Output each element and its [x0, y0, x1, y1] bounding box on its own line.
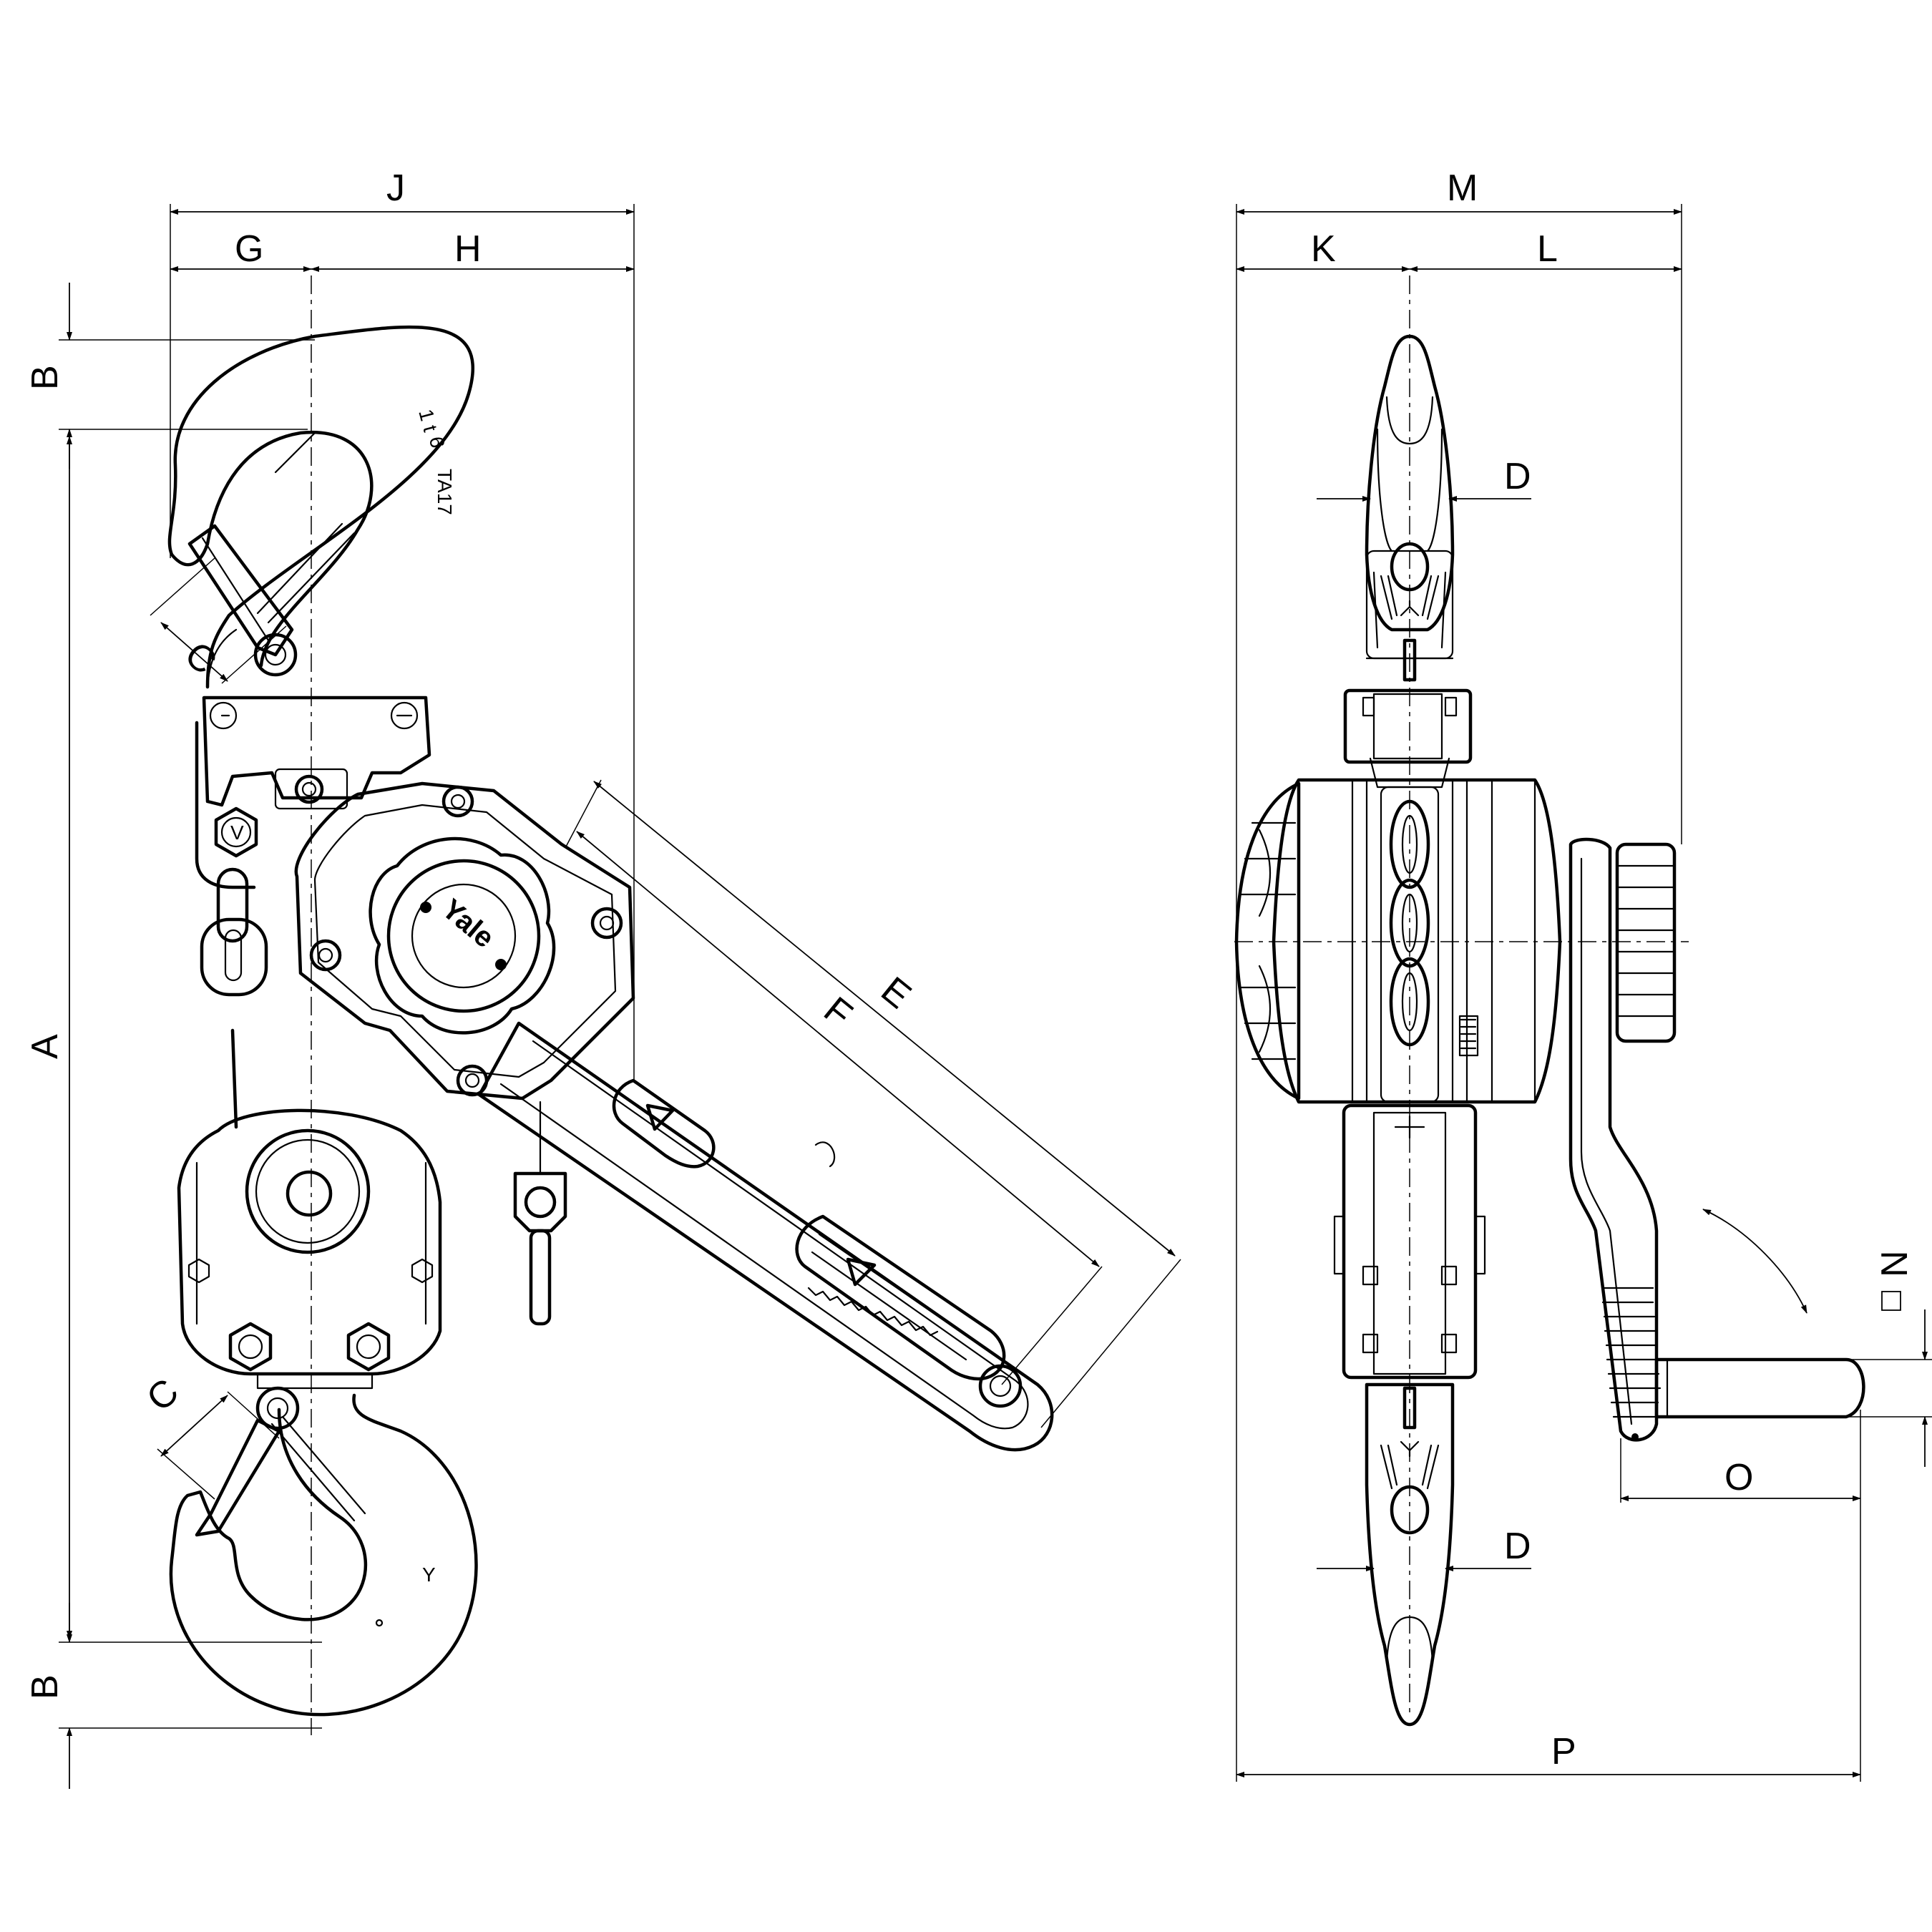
dim-label-d-top: D — [1504, 456, 1531, 497]
dim-label-o: O — [1724, 1457, 1753, 1498]
hook-code-mark: 6 — [425, 435, 449, 450]
lever-handle — [477, 1021, 1054, 1452]
triangle-arrow-icon — [645, 1103, 675, 1131]
dim-label-m: M — [1447, 167, 1478, 209]
dim-label-p: P — [1551, 1731, 1576, 1772]
hook-logo-mark: Y — [422, 1563, 436, 1586]
front-view: 1 t 6 TA17 V — [24, 167, 1181, 1789]
dim-label-e: E — [873, 969, 918, 1017]
bottom-hook-latch — [195, 1386, 300, 1537]
dim-label-h: H — [454, 228, 482, 270]
dim-label-j: J — [386, 167, 405, 209]
dim-label-n: N — [1874, 1250, 1916, 1277]
top-hook: 1 t 6 TA17 — [167, 325, 474, 689]
side-lever — [1568, 837, 1865, 1442]
bottom-hook: Y — [169, 1386, 478, 1717]
upper-bracket: V — [195, 696, 431, 889]
side-top-hook — [1365, 334, 1455, 682]
dim-label-l: L — [1537, 228, 1558, 270]
dim-label-b-top: B — [24, 365, 66, 390]
hook-capacity-mark: 1 t — [414, 407, 441, 434]
side-dimensions: M K L D D N O — [1236, 167, 1932, 1782]
dim-label-g: G — [235, 228, 263, 270]
side-housing — [1234, 778, 1562, 1104]
load-chain-links — [200, 867, 268, 1129]
dim-label-d-bottom: D — [1504, 1526, 1531, 1567]
top-hook-latch — [187, 524, 298, 677]
side-upper-bracket — [1343, 688, 1473, 789]
dim-label-f: F — [816, 989, 859, 1035]
dim-label-c-bottom: C — [139, 1371, 187, 1420]
hand-chain-tag — [513, 1101, 567, 1326]
side-lower-block — [1333, 1103, 1486, 1380]
side-view: M K L D D N O — [1234, 167, 1932, 1782]
dim-label-c-top: C — [177, 634, 225, 683]
dim-label-b-bottom: B — [24, 1674, 66, 1699]
dim-label-k: K — [1311, 228, 1336, 270]
lower-block — [177, 1108, 442, 1390]
square-section-symbol — [1881, 1291, 1901, 1311]
gear-housing: Yale — [294, 781, 635, 1101]
hook-serial-mark: TA17 — [434, 469, 456, 515]
nut-v-mark: V — [230, 821, 244, 844]
rotation-arrow-icon — [1702, 1209, 1807, 1314]
dim-label-a: A — [24, 1034, 66, 1059]
front-dimensions: J G H B A B C — [24, 167, 1181, 1789]
brand-logo: Yale — [436, 893, 500, 954]
